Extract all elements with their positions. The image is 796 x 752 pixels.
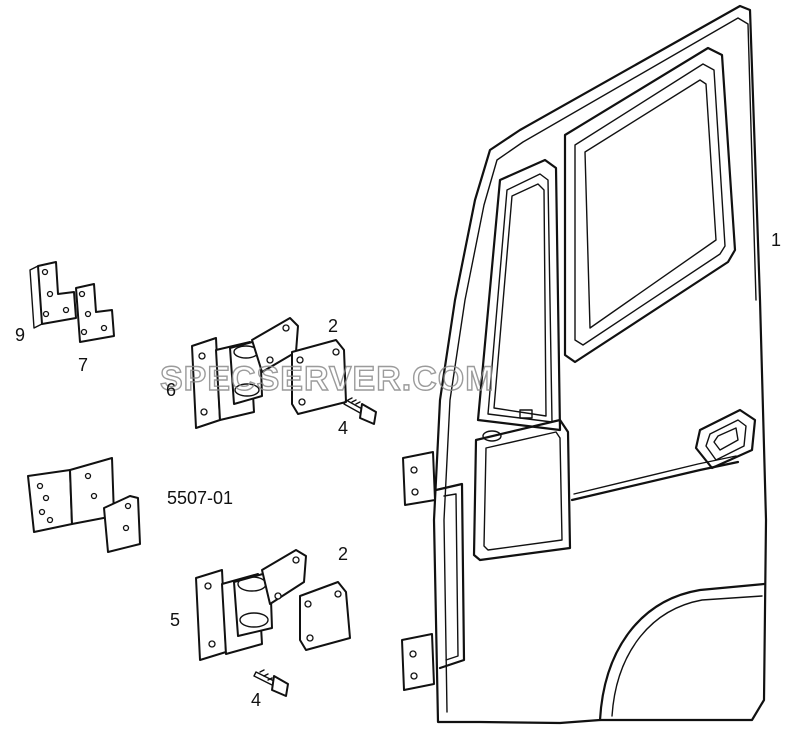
hinge-lower [195, 549, 307, 661]
bracket-7 [75, 283, 115, 343]
callout-plate-lower: 2 [338, 544, 348, 564]
hinge-upper [191, 317, 299, 429]
bracket-9 [29, 261, 77, 329]
callout-plate-upper: 2 [328, 316, 338, 336]
door-panel [401, 4, 768, 725]
callout-bracket-7: 7 [78, 355, 88, 375]
callout-door-panel: 1 [771, 230, 781, 250]
callout-bracket-9: 9 [15, 325, 25, 345]
bolt-upper [343, 397, 377, 425]
callout-bolt-upper: 4 [338, 418, 348, 438]
callout-hinge-lower: 5 [170, 610, 180, 630]
plate-upper [291, 339, 347, 415]
plate-lower [299, 581, 351, 651]
callout-hinge-upper: 6 [166, 380, 176, 400]
callout-kit: 5507-01 [167, 488, 233, 508]
callout-bolt-lower: 4 [251, 690, 261, 710]
bolt-lower [253, 669, 289, 697]
watermark-text: SPECSERVER.COM [160, 360, 495, 398]
kit-brackets [27, 457, 141, 553]
